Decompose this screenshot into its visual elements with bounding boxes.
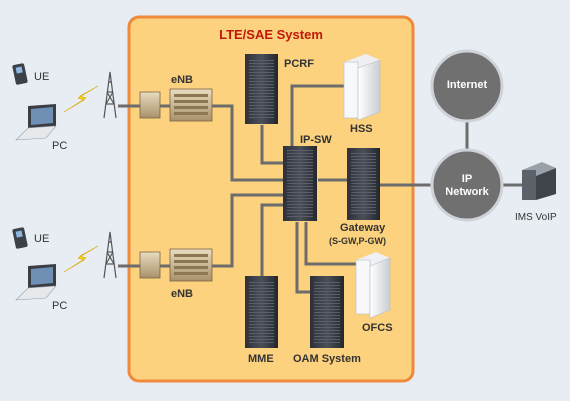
ip-sw-label: IP-SW: [300, 134, 332, 146]
ue-top-label: UE: [34, 71, 50, 83]
mme-rack-icon: [245, 276, 278, 348]
pc-laptop-bottom-icon: [15, 264, 57, 301]
ip-switch-rack-icon: [283, 146, 317, 221]
gateway-label: Gateway: [340, 222, 386, 234]
system-title: LTE/SAE System: [219, 27, 323, 42]
ims-voip-server-icon: [522, 162, 556, 200]
pcrf-label: PCRF: [284, 58, 314, 70]
gateway-sub-label: (S-GW,P-GW): [329, 236, 386, 246]
internet-label: Internet: [446, 79, 488, 91]
mme-label: MME: [248, 353, 274, 365]
ip-network-label-line2: Network: [445, 186, 489, 198]
ofcs-server-icon: [355, 252, 391, 319]
ue-phone-bottom-icon: [12, 227, 28, 249]
oam-label: OAM System: [293, 353, 361, 365]
ip-network-node: [430, 148, 504, 222]
pc-laptop-top-icon: [15, 104, 57, 141]
internet-node: [430, 49, 504, 123]
hss-label: HSS: [350, 123, 373, 135]
enb-bottom-unit-icon: [139, 248, 213, 282]
ue-bottom-label: UE: [34, 233, 50, 245]
ims-voip-label: IMS VoIP: [515, 212, 557, 223]
pcrf-rack-icon: [245, 54, 278, 124]
antenna-tower-bottom-icon: [103, 231, 117, 279]
wireless-lightning-top-icon: [63, 85, 99, 113]
network-links: [118, 84, 522, 294]
enb-bottom-label: eNB: [171, 288, 194, 300]
enb-top-label: eNB: [171, 74, 194, 86]
hss-server-icon: [343, 54, 381, 121]
enb-top-unit-icon: [139, 88, 213, 122]
pc-top-label: PC: [52, 140, 68, 152]
ofcs-label: OFCS: [362, 322, 393, 334]
ue-phone-top-icon: [12, 63, 28, 85]
antenna-tower-top-icon: [103, 71, 117, 119]
gateway-rack-icon: [347, 148, 380, 220]
wireless-lightning-bottom-icon: [63, 245, 99, 273]
oam-rack-icon: [310, 276, 344, 348]
ip-network-label-line1: IP: [461, 173, 473, 185]
pc-bottom-label: PC: [52, 300, 68, 312]
